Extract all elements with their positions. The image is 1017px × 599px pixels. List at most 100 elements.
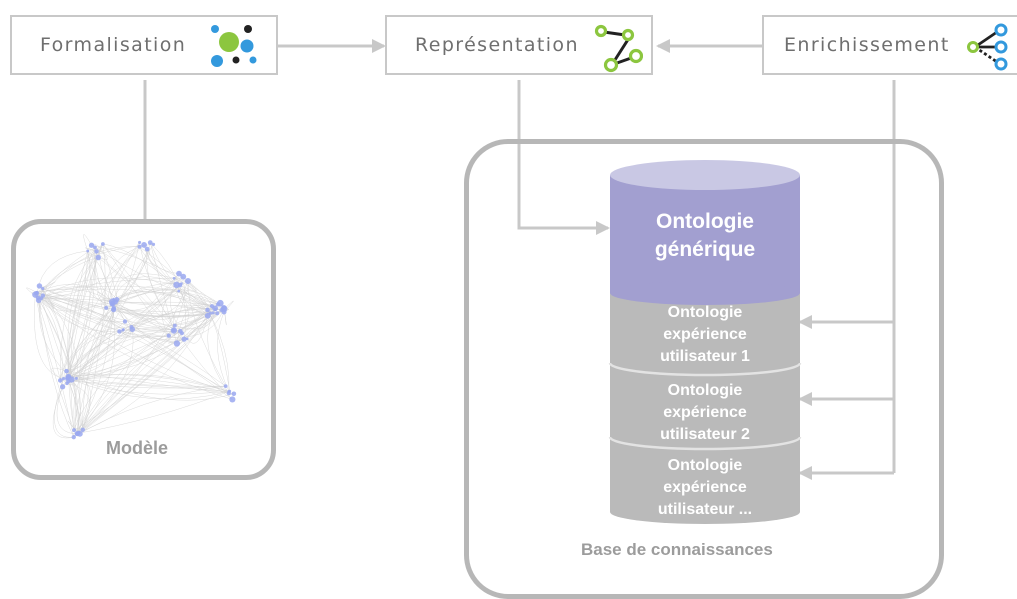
layer-1-line3: utilisateur 1	[660, 348, 750, 365]
graph-edge	[139, 242, 233, 400]
graph-edge	[68, 312, 214, 377]
graph-edge	[176, 305, 208, 344]
graph-node	[173, 281, 180, 289]
graph-edge	[111, 301, 229, 392]
layer-1-line2: expérience	[663, 326, 747, 343]
formalisation-label: Formalisation	[40, 34, 187, 56]
graph-edge	[35, 293, 75, 431]
graph-edge	[41, 277, 177, 299]
graph-node	[147, 240, 153, 245]
graph-edge	[39, 285, 78, 379]
graph-node	[36, 283, 43, 289]
graph-edge	[94, 247, 225, 313]
graph-node	[122, 328, 125, 331]
graph-node	[111, 305, 116, 310]
graph-node	[74, 376, 78, 380]
generic-ontology-segment	[610, 175, 800, 293]
generic-ontology-line1: Ontologie	[656, 210, 754, 233]
graph-node	[34, 291, 39, 296]
graph-edge	[77, 390, 230, 434]
graph-node	[184, 277, 192, 285]
layer-2-line3: utilisateur 2	[660, 426, 750, 443]
graph-edge	[38, 244, 154, 298]
model-caption: Modèle	[106, 438, 169, 458]
graph-edge	[60, 243, 104, 381]
graph-node	[100, 242, 105, 246]
graph-edge	[66, 329, 124, 372]
graph-node	[65, 376, 69, 381]
graph-edge	[83, 234, 92, 252]
graph-edge	[68, 244, 145, 377]
graph-node	[137, 244, 142, 249]
graph-edge	[66, 307, 225, 384]
layer-2-line1: Ontologie	[667, 382, 743, 399]
graph-edge	[112, 284, 181, 304]
graph-edge	[71, 250, 91, 380]
graph-edge	[104, 246, 140, 308]
layer-3-label: Ontologie expérience utilisateur ...	[610, 455, 800, 521]
graph-node	[181, 336, 187, 342]
graph-edge	[217, 311, 230, 392]
network-graph-image	[26, 234, 237, 440]
graph-edge	[67, 257, 99, 377]
graph-edge	[41, 298, 69, 379]
graph-edge	[73, 242, 140, 431]
graph-edge	[131, 325, 175, 331]
graph-node	[209, 304, 215, 309]
graph-node	[226, 391, 231, 396]
graph-node	[171, 328, 176, 333]
cylinder-top	[610, 160, 800, 190]
graph-node	[166, 333, 171, 338]
graph-edge	[78, 303, 221, 433]
graph-edge	[41, 246, 140, 299]
graph-edge	[78, 308, 114, 430]
graph-edge	[99, 243, 126, 322]
graph-node	[117, 329, 122, 334]
graph-node	[208, 311, 212, 315]
graph-edge	[73, 330, 174, 438]
graph-edge	[63, 331, 181, 379]
graph-edge	[76, 244, 154, 434]
branching-nodes-icon	[967, 23, 1008, 71]
graph-edge	[116, 299, 219, 306]
graph-edge	[63, 243, 104, 379]
graph-node	[86, 249, 90, 253]
graph-node	[122, 319, 128, 324]
model-panel	[11, 219, 276, 480]
layer-2-label: Ontologie expérience utilisateur 2	[610, 380, 800, 446]
graph-edge	[38, 300, 233, 400]
graph-node	[229, 396, 236, 403]
graph-node	[215, 311, 220, 316]
graph-edge	[35, 293, 64, 387]
representation-label: Représentation	[415, 34, 579, 56]
graph-edge	[106, 276, 184, 309]
graph-edge	[113, 308, 214, 314]
graph-edge	[176, 284, 208, 316]
layer-3-line3: utilisateur ...	[657, 501, 753, 518]
graph-edge	[77, 280, 189, 434]
graph-node	[214, 308, 217, 311]
graph-edge	[97, 292, 113, 308]
layer-2-line2: expérience	[663, 404, 747, 421]
generic-ontology-line2: générique	[654, 238, 756, 261]
graph-edge	[77, 313, 218, 434]
graph-edge	[78, 329, 134, 433]
graph-edge	[112, 304, 211, 317]
graph-edge	[143, 244, 219, 305]
graph-edge	[68, 305, 212, 382]
graph-node	[223, 384, 228, 389]
graph-edge	[76, 304, 115, 434]
layer-1-line1: Ontologie	[667, 304, 743, 321]
graph-node	[172, 323, 177, 328]
layer-3-line1: Ontologie	[667, 457, 743, 474]
graph-edge	[67, 251, 97, 379]
graph-edge	[36, 289, 113, 304]
graph-edge	[139, 246, 180, 274]
graph-node	[151, 242, 156, 247]
graph-edge	[36, 285, 221, 304]
graph-node	[64, 368, 69, 374]
database-cylinder	[608, 160, 802, 524]
connectors	[143, 39, 896, 480]
graph-edge	[73, 309, 114, 438]
graph-edge	[68, 243, 104, 431]
